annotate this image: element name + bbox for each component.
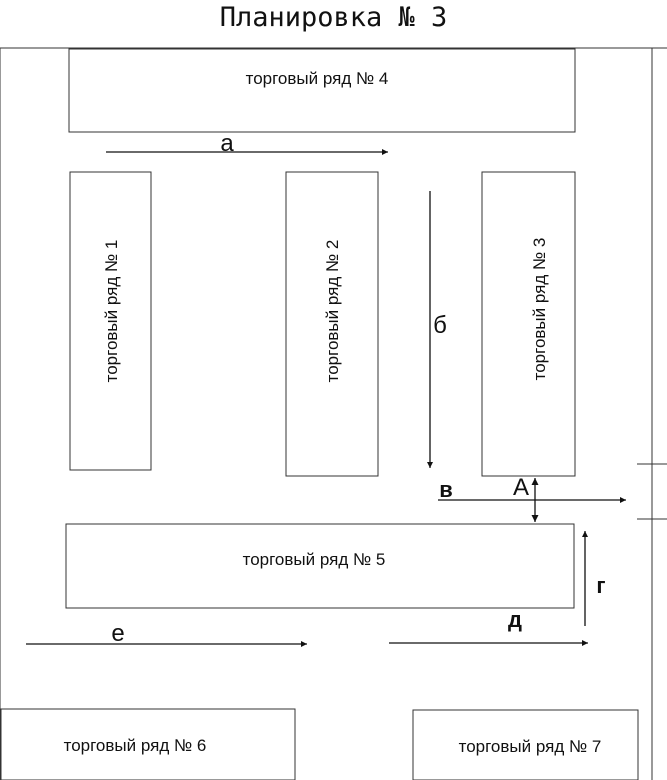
stall-5: торговый ряд № 5	[65, 523, 575, 609]
stall-7: торговый ряд № 7	[412, 709, 639, 780]
route-v-label: в	[439, 477, 453, 502]
route-g-label: г	[596, 573, 605, 598]
stall-2-label: торговый ряд № 2	[323, 240, 342, 383]
route-e-label: е	[111, 620, 124, 647]
plan-title: Планировка № 3	[219, 2, 448, 33]
route-d-label: д	[508, 607, 522, 632]
stall-4: торговый ряд № 4	[68, 48, 576, 133]
route-a-label: а	[220, 130, 234, 157]
stall-2: торговый ряд № 2	[285, 171, 379, 477]
stall-1: торговый ряд № 1	[69, 171, 152, 471]
stall-4-label: торговый ряд № 4	[246, 69, 389, 88]
route-b-label: б	[433, 312, 447, 339]
point-a-label: А	[513, 474, 529, 501]
stall-3-label: торговый ряд № 3	[530, 238, 549, 381]
stall-5-label: торговый ряд № 5	[243, 550, 386, 569]
stall-6-label: торговый ряд № 6	[64, 736, 207, 755]
stall-1-label: торговый ряд № 1	[102, 240, 121, 383]
stall-3: торговый ряд № 3	[481, 171, 576, 477]
stall-6: торговый ряд № 6	[0, 708, 296, 780]
outer-wall	[0, 47, 667, 780]
stall-7-label: торговый ряд № 7	[459, 737, 602, 756]
